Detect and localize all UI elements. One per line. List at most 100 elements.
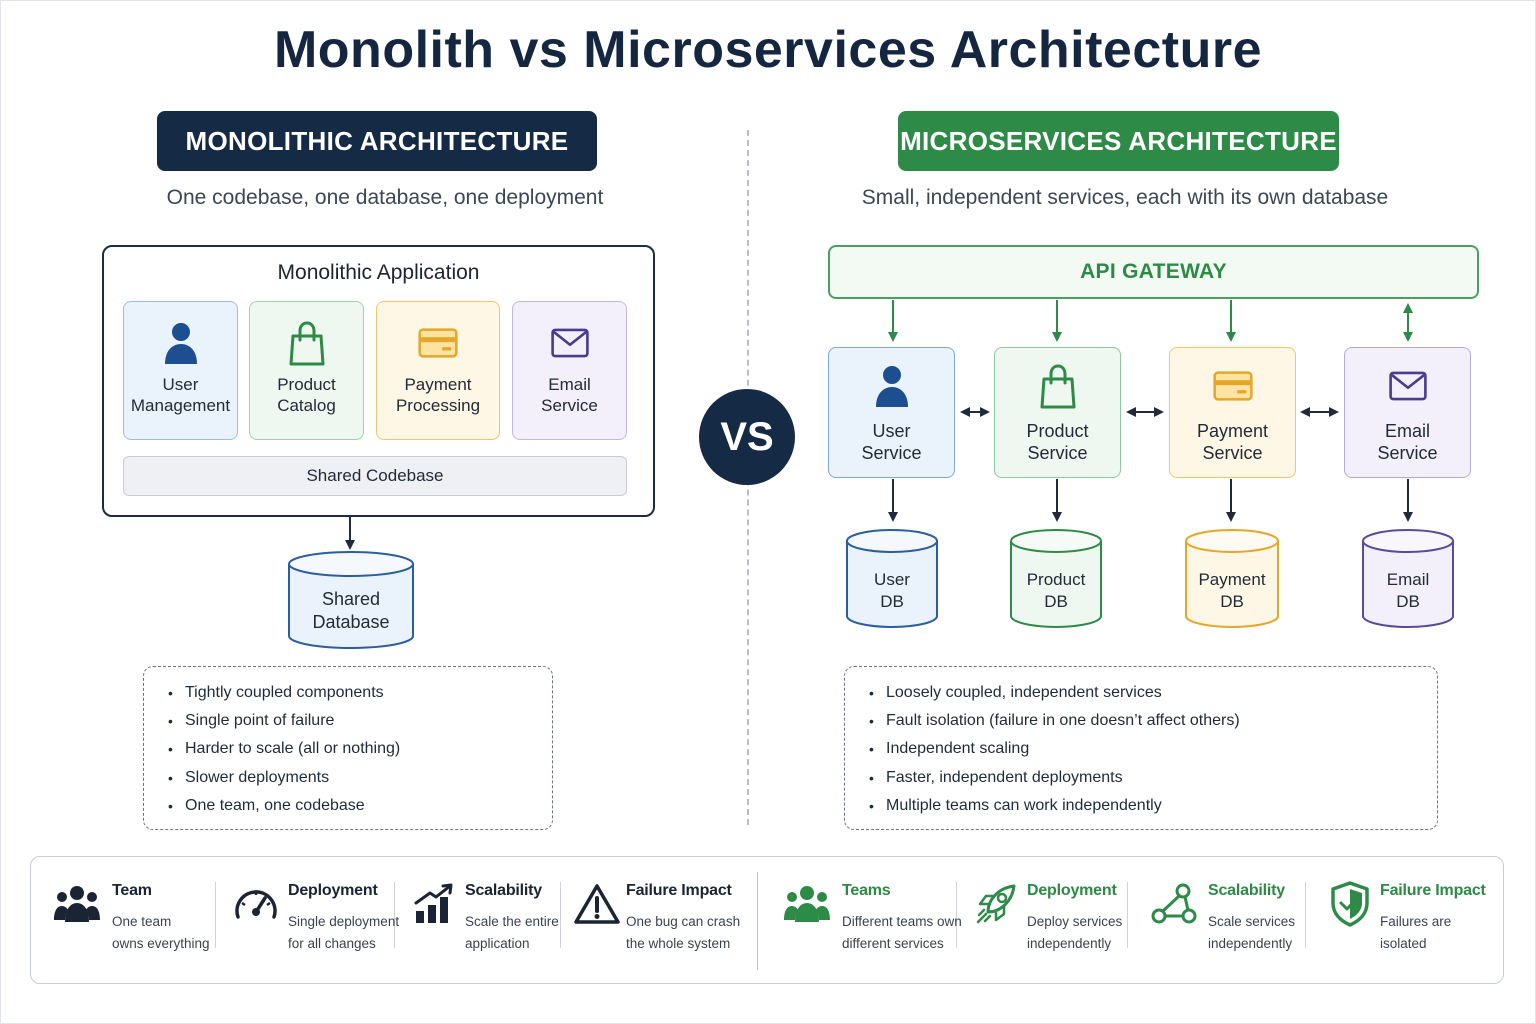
summary-text-line2: owns everything <box>112 936 210 951</box>
list-item: One team, one codebase <box>164 792 552 820</box>
list-item: Harder to scale (all or nothing) <box>164 735 552 763</box>
shopping-bag-icon <box>287 320 327 366</box>
network-icon <box>1150 880 1198 928</box>
list-item: Loosely coupled, independent services <box>865 679 1437 707</box>
vs-badge: VS <box>699 389 795 485</box>
envelope-icon <box>1388 362 1428 410</box>
module-label-line1: Product <box>277 375 336 394</box>
module-label-line2: Management <box>130 396 231 415</box>
monolith-subtitle: One codebase, one database, one deployme… <box>166 186 604 209</box>
summary-text-line2: for all changes <box>288 936 376 951</box>
summary-heading: Failure Impact <box>1380 882 1486 899</box>
api-gateway: API GATEWAY <box>828 245 1479 299</box>
list-item: Single point of failure <box>164 707 552 735</box>
summary-microservices-failure-impact: Failure Impact Failures are isolated <box>1326 874 1496 964</box>
summary-heading: Deployment <box>1027 882 1117 899</box>
payment-db-cylinder <box>1185 529 1279 628</box>
summary-divider <box>1305 882 1306 948</box>
summary-text-line1: Single deployment <box>288 914 400 929</box>
list-item: Faster, independent deployments <box>865 764 1437 792</box>
summary-text-line2: isolated <box>1380 936 1427 951</box>
service-label-line1: User <box>872 421 911 441</box>
summary-text-line2: the whole system <box>626 936 731 951</box>
warning-icon <box>573 880 621 928</box>
email-db-cylinder <box>1362 529 1454 628</box>
credit-card-icon <box>1212 362 1253 410</box>
service-label-line2: Service <box>1202 443 1263 463</box>
team-icon <box>53 880 101 928</box>
list-item: Fault isolation (failure in one doesn’t … <box>865 707 1437 735</box>
module-label-line2: Catalog <box>277 396 336 415</box>
db-label-line2: DB <box>1396 592 1420 611</box>
monolithic-application-title: Monolithic Application <box>277 261 480 284</box>
envelope-icon <box>550 320 590 366</box>
summary-heading: Teams <box>842 882 891 899</box>
microservices-notes-box: Loosely coupled, independent services Fa… <box>844 666 1438 830</box>
credit-card-icon <box>418 320 458 366</box>
comparison-summary-bar <box>30 856 1504 984</box>
service-label-line2: Service <box>1377 443 1438 463</box>
user-icon <box>872 362 912 410</box>
summary-divider <box>560 882 561 948</box>
list-item: Slower deployments <box>164 764 552 792</box>
summary-heading: Failure Impact <box>626 882 732 899</box>
microservices-subtitle: Small, independent services, each with i… <box>861 186 1389 209</box>
module-label-line1: Payment <box>404 375 472 394</box>
summary-divider <box>394 882 395 948</box>
summary-text-line1: Different teams own <box>842 914 962 929</box>
summary-center-divider <box>757 872 758 970</box>
user-db-cylinder <box>846 529 938 628</box>
module-label-line2: Service <box>541 396 598 415</box>
db-label-line1: User <box>874 570 910 589</box>
db-label-line1: Email <box>1386 570 1430 589</box>
microservices-banner: MICROSERVICES ARCHITECTURE <box>898 111 1339 171</box>
summary-divider <box>215 882 216 948</box>
summary-text-line2: independently <box>1208 936 1293 951</box>
module-label-line1: Email <box>548 375 591 394</box>
db-label-line2: DB <box>1044 592 1068 611</box>
summary-divider <box>956 882 957 948</box>
service-label-line2: Service <box>861 443 922 463</box>
shopping-bag-icon <box>1038 362 1078 410</box>
summary-heading: Deployment <box>288 882 378 899</box>
summary-text-line1: Scale services <box>1208 914 1296 929</box>
service-label-line1: Product <box>1026 421 1089 441</box>
team-icon <box>783 880 831 928</box>
shared-codebase-bar: Shared Codebase <box>123 456 627 496</box>
summary-divider <box>1127 882 1128 948</box>
service-label-line1: Email <box>1384 421 1430 441</box>
rocket-icon <box>972 880 1020 928</box>
summary-text-line1: Failures are <box>1380 914 1452 929</box>
bar-chart-icon <box>410 880 458 928</box>
list-item: Tightly coupled components <box>164 679 552 707</box>
monolith-banner: MONOLITHIC ARCHITECTURE <box>157 111 597 171</box>
product-db-cylinder <box>1010 529 1102 628</box>
module-label-line2: Processing <box>395 396 481 415</box>
summary-heading: Scalability <box>465 882 542 899</box>
list-item: Independent scaling <box>865 735 1437 763</box>
speedometer-icon <box>232 880 280 928</box>
summary-heading: Team <box>112 882 152 899</box>
summary-monolith-deployment: Deployment Single deployment for all chan… <box>232 874 399 964</box>
summary-text-line2: application <box>465 936 530 951</box>
summary-text-line1: Scale the entire <box>465 914 559 929</box>
page-title: Monolith vs Microservices Architecture <box>273 21 1263 79</box>
db-label-line1: Shared <box>321 589 381 609</box>
db-label-line2: DB <box>880 592 904 611</box>
summary-text-line1: Deploy services <box>1027 914 1123 929</box>
summary-microservices-scalability: Scalability Scale services independently <box>1150 874 1300 964</box>
summary-heading: Scalability <box>1208 882 1285 899</box>
